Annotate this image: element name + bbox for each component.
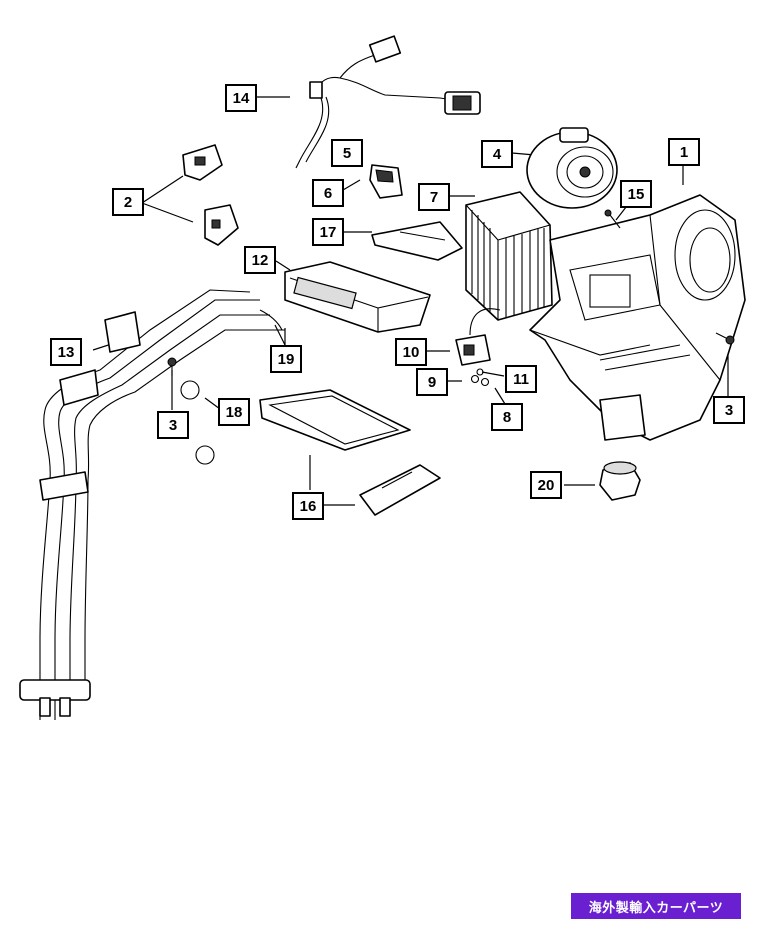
callout-20[interactable]: 20 <box>530 471 562 499</box>
filter-door-part <box>371 221 463 261</box>
callout-15[interactable]: 15 <box>620 180 652 208</box>
callout-3-right[interactable]: 3 <box>713 396 745 424</box>
callout-16[interactable]: 16 <box>292 492 324 520</box>
callout-14[interactable]: 14 <box>225 84 257 112</box>
callout-7[interactable]: 7 <box>418 183 450 211</box>
resistor-part <box>369 164 403 199</box>
callout-1[interactable]: 1 <box>668 138 700 166</box>
heater-core-case-part <box>259 389 411 451</box>
actuator-part-lower <box>204 204 239 246</box>
drain-hose-part <box>259 309 283 331</box>
heater-core-part <box>284 261 431 333</box>
callout-10[interactable]: 10 <box>395 338 427 366</box>
hvac-housing-part <box>529 194 746 441</box>
seal-part <box>359 464 441 516</box>
leader-lines <box>92 96 729 506</box>
callout-5[interactable]: 5 <box>331 139 363 167</box>
callout-12[interactable]: 12 <box>244 246 276 274</box>
actuator-part-upper <box>182 144 223 181</box>
heater-hoses-part <box>19 289 285 720</box>
hose-clamp-part-lower <box>195 445 215 465</box>
callout-13[interactable]: 13 <box>50 338 82 366</box>
callout-9[interactable]: 9 <box>416 368 448 396</box>
watermark-banner: 海外製輸入カーパーツ <box>571 893 741 919</box>
blower-motor-part <box>526 127 618 209</box>
callout-8[interactable]: 8 <box>491 403 523 431</box>
callout-6[interactable]: 6 <box>312 179 344 207</box>
wiring-harness-part <box>295 35 481 169</box>
screw-part-right <box>715 332 735 345</box>
callout-11[interactable]: 11 <box>505 365 537 393</box>
callout-2[interactable]: 2 <box>112 188 144 216</box>
o-ring-parts <box>470 368 490 387</box>
screw-part-15 <box>604 209 621 229</box>
callout-19[interactable]: 19 <box>270 345 302 373</box>
callout-4[interactable]: 4 <box>481 140 513 168</box>
callout-17[interactable]: 17 <box>312 218 344 246</box>
callout-18[interactable]: 18 <box>218 398 250 426</box>
drain-plug-part <box>599 461 641 501</box>
hose-clamp-part-upper <box>180 380 200 400</box>
expansion-valve-part <box>455 308 501 366</box>
evaporator-part <box>465 191 553 321</box>
screw-part-left <box>167 357 177 376</box>
callout-3-left[interactable]: 3 <box>157 411 189 439</box>
